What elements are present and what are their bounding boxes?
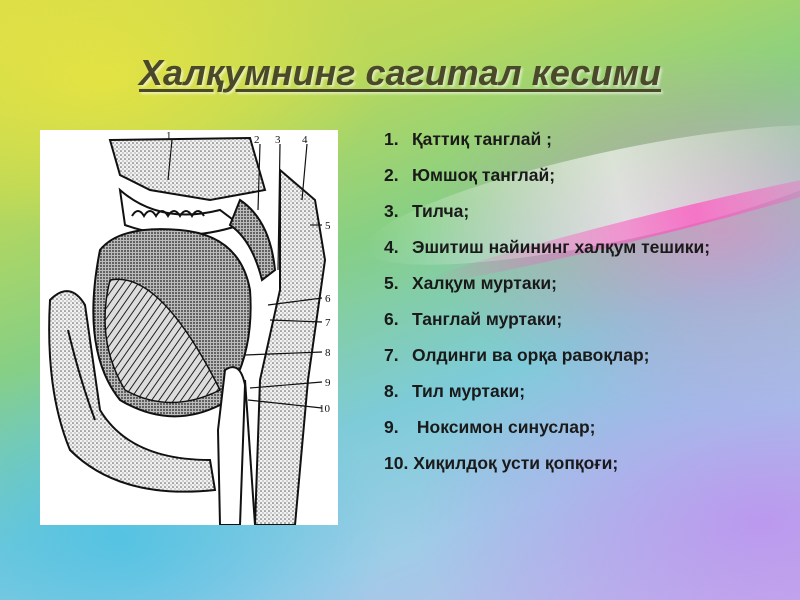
soft-palate-shape [228,198,277,282]
list-item-text: Ноксимон синуслар; [412,417,596,437]
figure-label-10: 10 [319,403,331,415]
anatomy-illustration: 1 2 3 4 5 6 7 8 9 10 [40,130,338,525]
list-item: 4. Эшитиш найининг халқум тешики; [384,236,784,258]
list-item: 6. Танглай муртаки; [384,308,784,330]
list-item-text: Тилча; [412,201,470,221]
list-item-text: Танглай муртаки; [412,309,563,329]
list-item: 5. Халқум муртаки; [384,272,784,294]
list-item-number: 5. [384,273,399,293]
anatomy-legend-list: 1. Қаттиқ танглай ; 2. Юмшоқ танглай; 3. Ти… [384,128,784,488]
figure-label-7: 7 [325,317,331,329]
figure-label-3: 3 [275,134,281,146]
figure-label-2: 2 [254,134,260,146]
figure-label-6: 6 [325,293,331,305]
list-item: 1. Қаттиқ танглай ; [384,128,784,150]
list-item: 3. Тилча; [384,200,784,222]
list-item-text: Тил муртаки; [412,381,526,401]
hard-palate-shape [108,136,267,202]
list-item-text: Қаттиқ танглай ; [412,129,552,149]
list-item: 10. Хиқилдоқ усти қопқоғи; [384,452,784,474]
slide-title: Халқумнинг сагитал кесими [139,52,661,93]
list-item-text: . Хиқилдоқ усти қопқоғи; [403,453,619,473]
leader-lines [167,139,323,409]
figure-label-9: 9 [325,377,331,389]
list-item-number: 9. [384,417,399,437]
list-item: 7. Олдинги ва орқа равоқлар; [384,344,784,366]
epiglottis-shape [216,366,247,525]
figure-label-1: 1 [166,130,172,142]
list-item-text: Олдинги ва орқа равоқлар; [412,345,650,365]
list-item-number: 4. [384,237,399,257]
sagittal-section-drawing: 1 2 3 4 5 6 7 8 9 10 [48,130,331,525]
list-item-number: 7. [384,345,399,365]
list-item: 9. Ноксимон синуслар; [384,416,784,438]
list-item-number: 8. [384,381,399,401]
list-item-text: Эшитиш найининг халқум тешики; [412,237,711,257]
tongue-muscle-shape [104,278,222,404]
figure-label-5: 5 [325,220,331,232]
list-item-number: 10 [384,453,404,473]
list-item-number: 3. [384,201,399,221]
list-item-text: Халқум муртаки; [412,273,557,293]
lower-jaw-shape [48,290,217,493]
list-item-number: 1. [384,129,399,149]
figure-label-8: 8 [325,347,331,359]
list-item-number: 6. [384,309,399,329]
pharynx-wall-shape [253,167,327,525]
figure-label-4: 4 [302,134,308,146]
list-item: 8. Тил муртаки; [384,380,784,402]
list-item-text: Юмшоқ танглай; [412,165,556,185]
list-item-number: 2. [384,165,399,185]
list-item: 2. Юмшоқ танглай; [384,164,784,186]
